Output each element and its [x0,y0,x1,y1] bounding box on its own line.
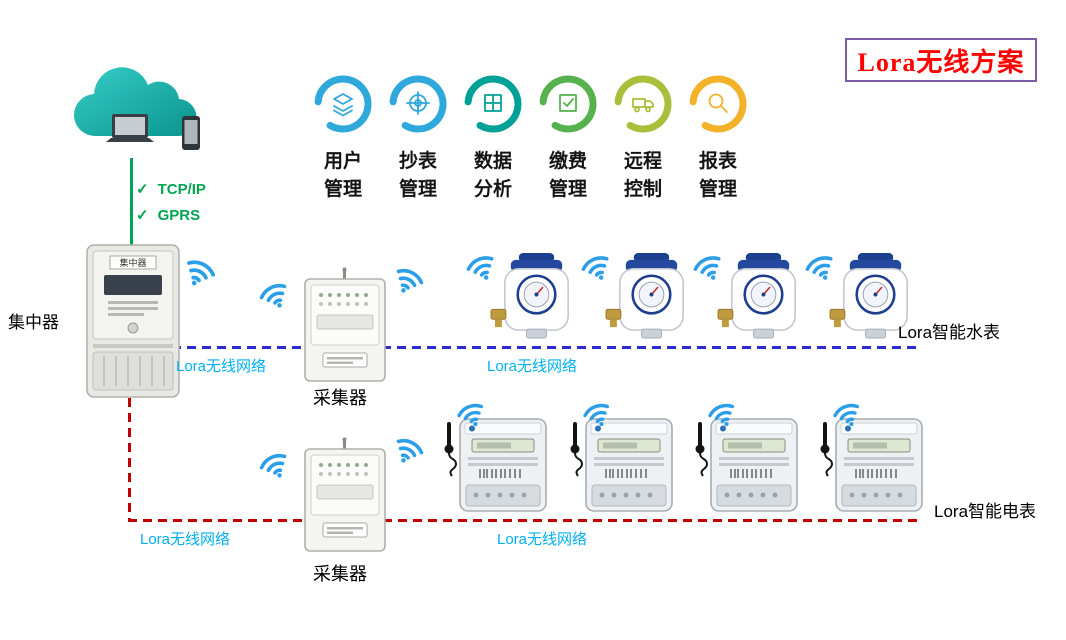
water-meter [604,252,685,340]
water-meter [489,252,570,340]
report-ring [689,75,747,133]
wifi-signal-icon [389,435,426,470]
network-label-bottom-mid: Lora无线网络 [497,531,588,548]
cloud-server-icon [73,67,200,150]
collector-top-label: 采集器 [313,388,367,408]
network-label-top-mid: Lora无线网络 [487,358,578,375]
function-label: 远程 控制 [623,151,662,200]
payment-check-icon [559,94,577,112]
concentrator-device: 集中器 [86,244,180,398]
check-icon: ✓ [136,207,149,224]
function-label: 缴费 管理 [548,151,587,200]
truck-icon [632,98,654,113]
function-item-payment: 缴费 管理 [539,75,597,204]
concentrator-plate-label: 集中器 [119,257,146,268]
data-analysis-ring [464,75,522,133]
function-item-report: 报表 管理 [689,75,747,204]
protocol-check-list: ✓ TCP/IP ✓ GPRS [136,176,206,228]
laptop-icon [106,114,154,142]
lora-electric-network-line [128,519,918,522]
remote-control-ring [614,75,672,133]
search-icon [708,93,728,113]
function-label: 数据 分析 [473,151,512,200]
data-grid-icon [484,94,502,112]
wifi-signal-icon [257,280,294,315]
phone-icon [182,116,200,150]
collector-device-bottom [304,437,386,552]
protocol-item-tcpip: ✓ TCP/IP [136,176,206,202]
check-icon: ✓ [136,181,149,198]
network-label-bottom-left: Lora无线网络 [140,531,231,548]
wifi-signal-icon [389,265,426,300]
wifi-signal-icon [257,450,294,485]
function-label: 抄表 管理 [398,151,437,200]
meter-reading-ring [389,75,447,133]
function-label: 用户 管理 [323,151,362,200]
collector-bottom-label: 采集器 [313,564,367,584]
function-item-meter-reading: 抄表 管理 [389,75,447,204]
wifi-signal-icon [179,256,218,293]
cloud-concentrator-link-line [130,158,133,246]
payment-ring [539,75,597,133]
water-meter [716,252,797,340]
protocol-label: TCP/IP [157,180,206,198]
protocol-label: GPRS [157,206,201,224]
function-label: 报表 管理 [698,151,737,200]
lora-electric-network-line-vertical [128,398,131,522]
electric-meters-label: Lora智能电表 [934,502,1037,521]
page-title: Lora无线方案 [857,47,1025,77]
concentrator-label: 集中器 [8,313,59,332]
protocol-item-gprs: ✓ GPRS [136,202,206,228]
user-management-ring [314,75,372,133]
function-item-remote-control: 远程 控制 [614,75,672,204]
layers-icon [333,93,353,117]
lora-water-network-line [172,346,916,349]
function-item-user-management: 用户 管理 [314,75,372,204]
collector-device-top [304,267,386,382]
meter-dial-icon [406,91,430,115]
water-meters-label: Lora智能水表 [898,323,1001,342]
network-label-top-left: Lora无线网络 [176,358,267,375]
title-box: Lora无线方案 [845,38,1037,82]
function-item-data-analysis: 数据 分析 [464,75,522,204]
